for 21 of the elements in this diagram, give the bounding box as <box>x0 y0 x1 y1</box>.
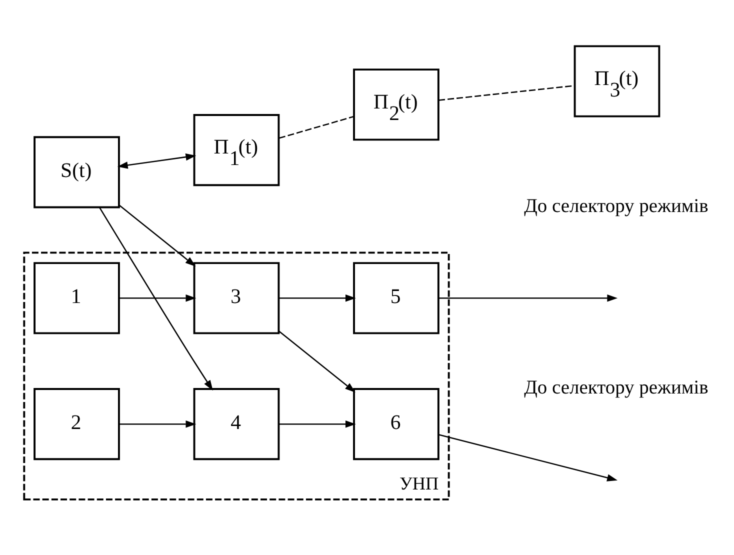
arrow <box>119 294 196 302</box>
node-box: 1 <box>34 262 120 334</box>
arrow <box>279 294 356 302</box>
connector <box>438 84 575 100</box>
node-box: 6 <box>353 388 440 460</box>
node-box: 5 <box>353 262 440 334</box>
arrow <box>119 420 196 428</box>
arrow <box>438 294 618 302</box>
node-box: 3 <box>193 262 280 334</box>
arrow <box>279 420 356 428</box>
arrow <box>438 433 618 481</box>
label: До селектору режимів <box>524 377 708 398</box>
arrow <box>118 204 196 266</box>
connector <box>278 115 354 138</box>
node-box: 4 <box>193 388 280 460</box>
node-box: 2 <box>34 388 120 460</box>
label: До селектору режимів <box>524 195 708 216</box>
arrow <box>117 152 196 168</box>
node-box: S(t) <box>34 136 120 208</box>
arrow <box>278 330 356 392</box>
arrow <box>98 206 213 390</box>
